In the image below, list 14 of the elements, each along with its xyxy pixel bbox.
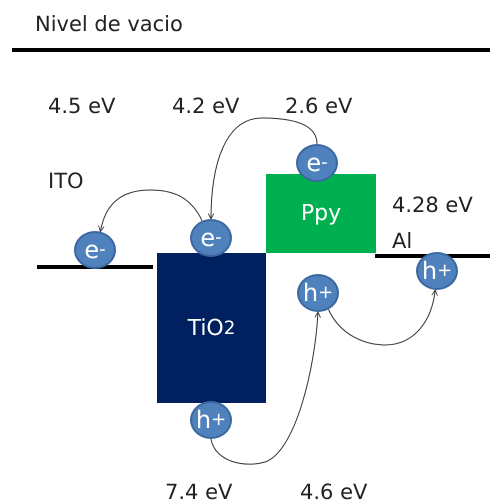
axis-label: Nivel de vacio xyxy=(35,14,183,35)
energy-value: 4.2 eV xyxy=(172,96,240,117)
energy-band: Ppy xyxy=(266,174,376,253)
energy-value: 4.28 eV xyxy=(392,195,473,216)
transfer-arrow xyxy=(208,118,318,220)
material-label: Al xyxy=(392,231,412,252)
energy-value: 4.5 eV xyxy=(48,96,116,117)
transfer-arrow xyxy=(98,190,203,232)
energy-value: 4.6 eV xyxy=(300,482,368,503)
transfer-arrow xyxy=(328,289,438,346)
transfer-arrow xyxy=(210,312,321,465)
energy-value: 7.4 eV xyxy=(165,482,232,503)
energy-value: 2.6 eV xyxy=(285,96,352,117)
material-label: ITO xyxy=(48,171,84,192)
